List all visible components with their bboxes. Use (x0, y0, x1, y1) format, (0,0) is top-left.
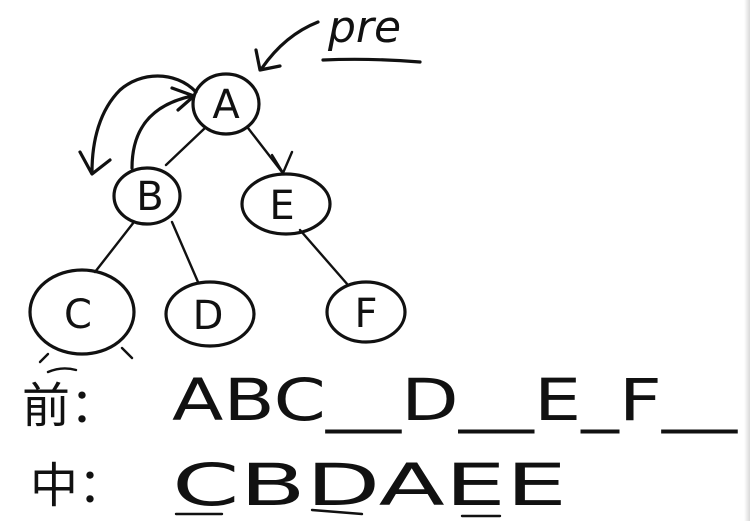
tree-node-a: A (191, 72, 261, 136)
edge-a-b (164, 126, 207, 167)
inorder-sequence: 中： CBDAEE (30, 451, 567, 519)
tree-node-b: B (112, 166, 182, 226)
node-b-circle (112, 166, 182, 226)
edge-b-d (170, 220, 200, 284)
null-mark-right (120, 346, 134, 360)
node-b-label: B (136, 174, 163, 220)
preorder-prefix: 前： (22, 378, 118, 434)
node-f-label: F (354, 291, 377, 337)
tree-node-d: D (164, 280, 256, 348)
traversal-arrow-outer-head (78, 150, 112, 176)
inorder-underline-d (310, 508, 364, 516)
edge-e-f (298, 228, 350, 287)
pre-pointer-arrowhead (254, 48, 282, 72)
edge-b-c (93, 220, 136, 274)
null-mark-stub (46, 367, 78, 374)
inorder-prefix: 中： (30, 458, 126, 514)
preorder-text: ABC__D__E_F__ (172, 366, 738, 434)
traversal-arrow-outer (90, 74, 198, 174)
pre-pointer-label: pre (327, 2, 401, 53)
pre-underline (321, 57, 422, 64)
edge-a-e (246, 126, 284, 174)
inorder-text: CBDAEE (172, 451, 567, 519)
preorder-sequence: 前： ABC__D__E_F__ (22, 366, 738, 434)
node-d-label: D (193, 293, 224, 339)
pre-pointer-arrow (260, 20, 320, 70)
node-e-label: E (269, 183, 294, 229)
node-c-circle (28, 268, 136, 356)
tree-node-c: C (28, 268, 136, 356)
tree-node-e: E (240, 172, 332, 236)
node-f-circle (325, 280, 407, 344)
null-mark-left (38, 352, 50, 364)
traversal-arrow-inner (130, 94, 194, 170)
node-c-label: C (64, 292, 92, 338)
node-a-label: A (212, 82, 240, 128)
tree-node-f: F (325, 280, 407, 344)
tree-edges (93, 126, 350, 287)
node-e-circle (240, 172, 332, 236)
node-a-circle (191, 72, 261, 136)
node-d-circle (164, 280, 256, 348)
window-edge-shadow (744, 0, 750, 521)
